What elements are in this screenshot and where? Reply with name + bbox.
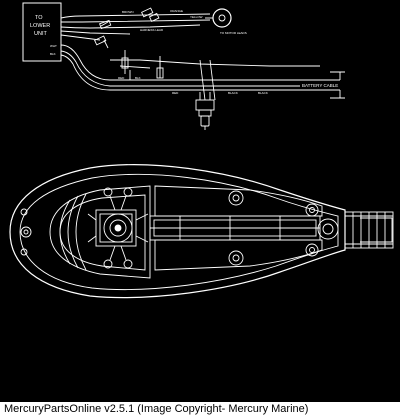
top-connector-3	[94, 35, 109, 49]
top-round-connector	[212, 8, 232, 28]
right-pivot	[317, 218, 339, 240]
switch-wire-label-blk: BLK	[135, 76, 141, 80]
footer-copyright: MercuryPartsOnline v2.5.1 (Image Copyrig…	[0, 402, 400, 417]
harness-label-brown: BROWN	[122, 10, 134, 14]
switch-wire-label-red-1: RED	[118, 76, 125, 80]
top-connector-1	[99, 19, 112, 30]
switch-wire-label-black-1: BLACK	[228, 91, 238, 95]
mount-post-1	[228, 190, 244, 206]
battery-cable-label: BATTERY CABLE	[302, 83, 338, 88]
housing-screw-3	[20, 248, 28, 256]
harness-label-yellow: YELLOW	[190, 15, 203, 19]
switch-wire-label-red-2: RED	[172, 91, 179, 95]
housing-screw-1	[20, 226, 32, 238]
steering-bar	[149, 215, 321, 241]
switch-connector-1	[121, 50, 129, 69]
lower-unit-label-line3: UNIT	[34, 31, 47, 37]
switch-connector-2	[156, 60, 164, 79]
motor-housing	[9, 164, 394, 299]
switch-fuse-holder	[195, 92, 215, 130]
housing-screw-2	[20, 208, 28, 216]
lower-unit-wire-label-wht: WHT	[50, 44, 57, 48]
mount-post-2	[228, 250, 244, 266]
lower-unit-box	[22, 2, 62, 62]
switch-wire-label-black-2: BLACK	[258, 91, 268, 95]
harness-label-orange: ORANGE	[170, 9, 183, 13]
harness-label-right-connector: TO MOTOR LEADS	[220, 31, 247, 35]
housing-outer-outline	[9, 164, 346, 299]
mount-post-3	[305, 203, 319, 217]
wiring-and-motor-diagram: TO LOWER UNIT WHT BLK BROWN ORANGE YE	[9, 2, 394, 299]
cable-strain-relief	[344, 211, 394, 249]
lower-unit-label-line2: LOWER	[30, 23, 50, 29]
harness-label-middle: HARNESS LEAD	[140, 28, 164, 32]
wiring-harness: TO LOWER UNIT WHT BLK BROWN ORANGE YE	[22, 2, 345, 130]
lower-unit-label-line1: TO	[35, 15, 43, 21]
mount-post-4	[305, 243, 319, 257]
top-connector-2	[141, 7, 160, 23]
lower-unit-wire-label-blk: BLK	[50, 52, 56, 56]
